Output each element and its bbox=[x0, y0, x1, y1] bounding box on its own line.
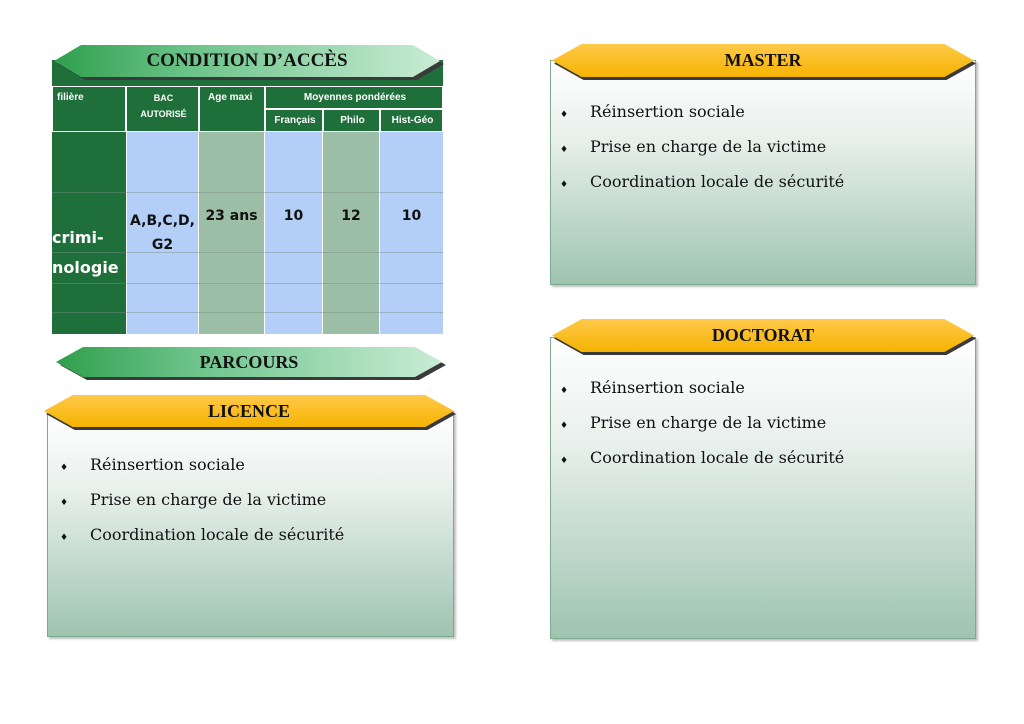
cell-bac-line1: A,B,C,D, bbox=[130, 213, 195, 229]
header-bac-line1: BAC bbox=[153, 93, 174, 103]
header-filiere-label: filière bbox=[57, 92, 84, 103]
list-item: ♦Prise en charge de la victime bbox=[54, 490, 344, 525]
list-item: ♦Prise en charge de la victime bbox=[554, 137, 844, 172]
header-moyennes-label: Moyennes pondérées bbox=[303, 92, 407, 103]
cell-filiere: crimi- nologie bbox=[52, 132, 126, 334]
bullet-icon: ♦ bbox=[560, 145, 569, 155]
doctorat-banner: DOCTORAT bbox=[552, 319, 974, 352]
bullet-icon: ♦ bbox=[560, 386, 569, 396]
cell-filiere-line2: nologie bbox=[52, 258, 119, 277]
master-list: ♦Réinsertion sociale ♦Prise en charge de… bbox=[554, 102, 844, 207]
cell-histgeo: 10 bbox=[380, 132, 443, 334]
list-item: ♦Coordination locale de sécurité bbox=[54, 525, 344, 560]
cell-bac: A,B,C,D, G2 bbox=[127, 132, 198, 334]
list-item: ♦Réinsertion sociale bbox=[554, 378, 844, 413]
header-francais: Français bbox=[265, 109, 323, 132]
cell-filiere-line1: crimi- bbox=[52, 228, 104, 247]
doctorat-box: ♦Réinsertion sociale ♦Prise en charge de… bbox=[550, 337, 976, 639]
list-item: ♦Réinsertion sociale bbox=[554, 102, 844, 137]
header-age-label: Age maxi bbox=[208, 92, 253, 103]
parcours-banner: PARCOURS bbox=[56, 347, 442, 377]
cell-age-value: 23 ans bbox=[205, 208, 258, 224]
condition-title: CONDITION D’ACCÈS bbox=[146, 50, 348, 71]
bullet-icon: ♦ bbox=[560, 180, 569, 190]
cell-bac-line2: G2 bbox=[151, 237, 174, 253]
header-bac-line2: AUTORISÉ bbox=[140, 109, 187, 119]
row-divider bbox=[52, 252, 443, 253]
row-divider bbox=[52, 192, 443, 193]
licence-banner: LICENCE bbox=[44, 395, 454, 427]
header-histgeo-label: Hist-Géo bbox=[391, 115, 434, 126]
master-title: MASTER bbox=[724, 50, 802, 70]
row-divider bbox=[52, 283, 443, 284]
cell-age: 23 ans bbox=[199, 132, 264, 334]
header-moyennes: Moyennes pondérées bbox=[265, 86, 443, 109]
bullet-icon: ♦ bbox=[60, 533, 69, 543]
licence-box: ♦Réinsertion sociale ♦Prise en charge de… bbox=[47, 411, 454, 637]
cell-histgeo-value: 10 bbox=[401, 208, 422, 224]
cell-francais-value: 10 bbox=[283, 208, 304, 224]
cell-francais: 10 bbox=[265, 132, 322, 334]
condition-banner: CONDITION D’ACCÈS bbox=[54, 45, 440, 77]
licence-list: ♦Réinsertion sociale ♦Prise en charge de… bbox=[54, 455, 344, 560]
cell-philo: 12 bbox=[323, 132, 379, 334]
licence-title: LICENCE bbox=[207, 400, 291, 421]
bullet-icon: ♦ bbox=[60, 498, 69, 508]
header-bac: BAC AUTORISÉ bbox=[126, 86, 199, 132]
cell-philo-value: 12 bbox=[341, 208, 361, 224]
list-item: ♦Prise en charge de la victime bbox=[554, 413, 844, 448]
parcours-title: PARCOURS bbox=[199, 351, 299, 372]
header-filiere: filière bbox=[52, 86, 126, 132]
header-francais-label: Français bbox=[274, 115, 316, 126]
header-age: Age maxi bbox=[199, 86, 265, 132]
header-histgeo: Hist-Géo bbox=[380, 109, 443, 132]
bullet-icon: ♦ bbox=[560, 456, 569, 466]
header-philo: Philo bbox=[323, 109, 380, 132]
list-item: ♦Coordination locale de sécurité bbox=[554, 172, 844, 207]
bullet-icon: ♦ bbox=[560, 421, 569, 431]
bullet-icon: ♦ bbox=[60, 463, 69, 473]
list-item: ♦Coordination locale de sécurité bbox=[554, 448, 844, 483]
list-item: ♦Réinsertion sociale bbox=[54, 455, 344, 490]
master-banner: MASTER bbox=[552, 44, 974, 77]
header-philo-label: Philo bbox=[340, 115, 365, 126]
master-box: ♦Réinsertion sociale ♦Prise en charge de… bbox=[550, 60, 976, 285]
doctorat-list: ♦Réinsertion sociale ♦Prise en charge de… bbox=[554, 378, 844, 483]
doctorat-title: DOCTORAT bbox=[711, 325, 815, 345]
bullet-icon: ♦ bbox=[560, 110, 569, 120]
row-divider bbox=[52, 312, 443, 313]
